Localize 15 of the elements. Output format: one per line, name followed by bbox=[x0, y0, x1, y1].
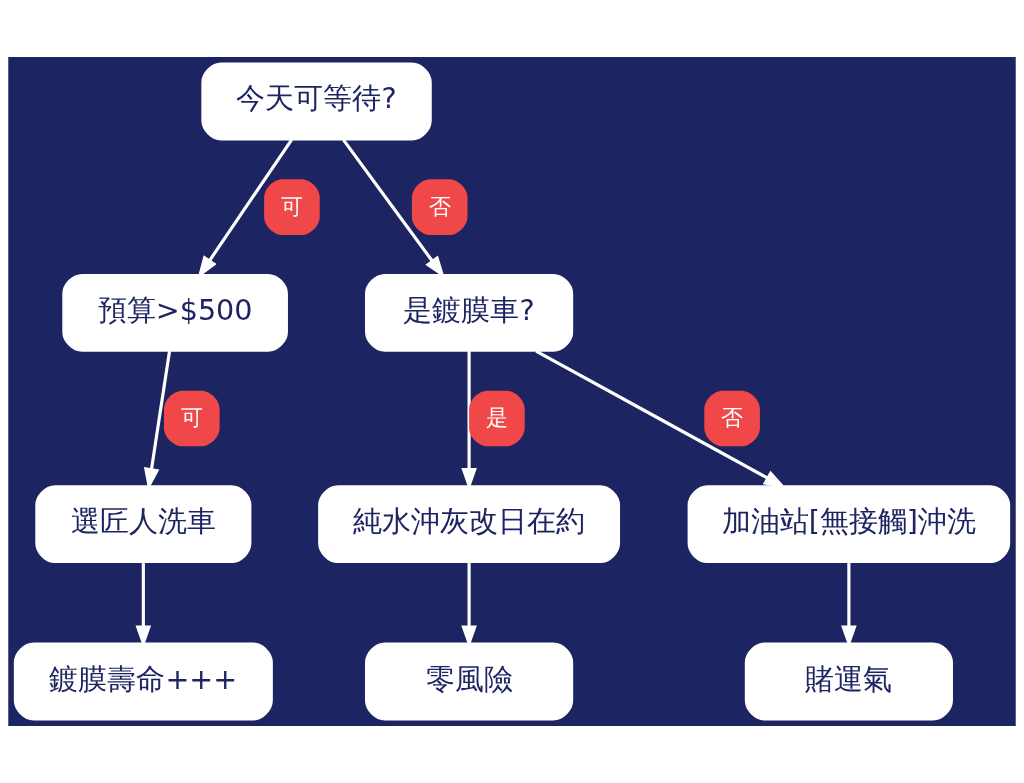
node-box: 零風險 bbox=[365, 642, 574, 721]
edge-label: 可 bbox=[280, 192, 303, 219]
edge-label: 否 bbox=[428, 192, 451, 219]
edge-label: 否 bbox=[720, 404, 743, 431]
edge-label: 可 bbox=[180, 404, 203, 431]
node-box: 加油站[無接觸]沖洗 bbox=[687, 485, 1011, 564]
arrow bbox=[535, 349, 787, 489]
node-box: 賭運氣 bbox=[744, 642, 953, 721]
node-box: 預算>$500 bbox=[62, 273, 288, 352]
edge-label: 是 bbox=[485, 404, 508, 431]
node-box: 選匠人洗車 bbox=[35, 485, 252, 564]
node-box: 今天可等待? bbox=[201, 62, 432, 141]
node-box: 是鍍膜車? bbox=[365, 273, 574, 352]
node-box: 鍍膜壽命+++ bbox=[13, 642, 273, 721]
node-box: 純水沖灰改日在約 bbox=[318, 485, 621, 564]
